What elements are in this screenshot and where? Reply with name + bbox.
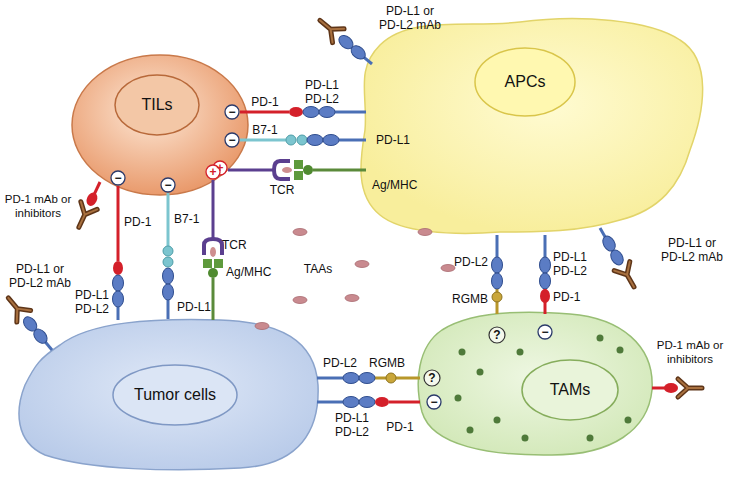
signal-sign: − — [228, 106, 235, 118]
molecule-label: TAAs — [304, 262, 332, 276]
binding-stem — [313, 169, 366, 172]
cell: APCs — [355, 14, 707, 236]
molecule-label: Ag/MHC — [372, 178, 417, 192]
binding-stem — [117, 307, 120, 320]
cell-name: APCs — [505, 73, 546, 91]
molecule-label: PD-L1 PD-L2 — [331, 411, 373, 439]
cell: Tumor cells — [15, 318, 320, 472]
molecule-label: PD-L1 or PD-L2 mAb — [4, 262, 76, 290]
molecule-label: PD-1 — [553, 290, 580, 304]
molecule-label: PD-1 mAb or inhibitors — [654, 338, 726, 366]
molecule-label: PD-1 — [386, 420, 413, 434]
molecule-label: B7-1 — [252, 123, 277, 137]
binding-stem — [317, 401, 343, 404]
binding-stem — [212, 180, 215, 239]
signal-sign: − — [430, 396, 437, 408]
molecule-label: PD-1 mAb or inhibitors — [4, 192, 72, 220]
binding-stem — [117, 186, 120, 261]
binding-stem — [212, 278, 215, 320]
binding-stem — [167, 193, 170, 246]
molecule-label: PD-1 — [251, 95, 278, 109]
signal-sign: + — [209, 166, 216, 178]
molecule-label: PD-L1 or PD-L2 mAb — [374, 4, 446, 32]
molecule-label: PD-L1 or PD-L2 mAb — [656, 236, 728, 264]
signal-sign: − — [541, 326, 548, 338]
molecule-label: RGMB — [369, 356, 405, 370]
molecule-label: PD-1 — [124, 215, 151, 229]
binding-stem — [375, 377, 420, 380]
cell: TILs — [72, 55, 248, 195]
molecule-label: PD-L1 — [177, 300, 211, 314]
molecule-label: PD-L1 PD-L2 — [301, 78, 343, 106]
molecule-label: B7-1 — [174, 212, 199, 226]
cell-name: TILs — [141, 96, 172, 114]
signal-sign: + — [216, 162, 223, 174]
molecule-label: TCR — [270, 183, 295, 197]
molecule-label: PD-L1 PD-L2 — [553, 250, 595, 278]
molecule-label: PD-L2 — [454, 255, 488, 269]
binding-stem — [496, 235, 499, 257]
binding-stem — [167, 300, 170, 319]
molecule-label: Ag/MHC — [226, 265, 271, 279]
binding-stem — [544, 235, 547, 257]
binding-stem — [335, 111, 366, 114]
signal-sign: ? — [428, 372, 435, 384]
molecule-label: RGMB — [452, 292, 488, 306]
cell-name: Tumor cells — [134, 386, 216, 404]
binding-stem — [317, 377, 343, 380]
cell-name: TAMs — [550, 381, 591, 399]
signal-sign: ? — [493, 329, 500, 341]
binding-line — [228, 170, 366, 171]
signal-sign: − — [114, 172, 121, 184]
molecule-label: PD-L1 — [376, 133, 410, 147]
binding-stem — [240, 111, 289, 114]
molecule-label: PD-L1 PD-L2 — [67, 288, 109, 316]
molecule-label: PD-L2 — [323, 356, 357, 370]
signal-sign: − — [164, 179, 171, 191]
molecule-label: TCR — [222, 238, 247, 252]
binding-stem — [389, 401, 420, 404]
signal-sign: − — [228, 134, 235, 146]
cell: TAMs — [414, 310, 654, 458]
binding-stem — [228, 169, 274, 172]
binding-stem — [339, 139, 366, 142]
binding-stem — [240, 139, 286, 142]
